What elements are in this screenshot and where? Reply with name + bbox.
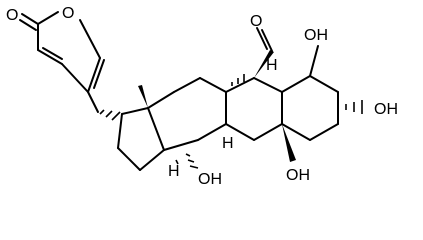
atom-label-c1-oh: OH	[304, 27, 328, 44]
stereo-hash-c3-oh	[345, 100, 363, 114]
atom-label-c3-oh: OH	[374, 101, 398, 118]
ring-a	[281, 75, 339, 141]
atom-label-c10-h: H	[266, 57, 278, 74]
stereo-hash-c14-oh	[185, 153, 199, 169]
ring-d	[117, 107, 165, 171]
molecule-structure-diagram: O O	[6, 5, 398, 188]
bond-pyranone-c17	[87, 91, 99, 113]
stereo-hash-c17	[99, 109, 121, 121]
atom-label-c8-h: H	[168, 163, 180, 180]
pyranone-ring	[19, 11, 105, 93]
stereo-hash-c8-h	[175, 159, 179, 165]
atom-label-aldehyde-o: O	[250, 13, 262, 30]
ring-b	[225, 77, 283, 141]
methyl-wedge-c18	[138, 85, 148, 108]
ring-c	[147, 77, 227, 151]
atom-label-pyranone-ring-o: O	[62, 5, 74, 22]
atom-label-c14-oh: OH	[198, 171, 222, 188]
bond-c1-oh	[309, 45, 319, 77]
stereo-hash-c9-h	[231, 74, 245, 86]
atom-label-c9-h: H	[222, 135, 234, 152]
aldehyde-c19	[254, 27, 274, 78]
atom-label-pyranone-carbonyl-o: O	[6, 7, 18, 24]
stereo-wedge-c5-oh	[282, 124, 296, 162]
atom-label-c5-oh: OH	[286, 167, 310, 184]
